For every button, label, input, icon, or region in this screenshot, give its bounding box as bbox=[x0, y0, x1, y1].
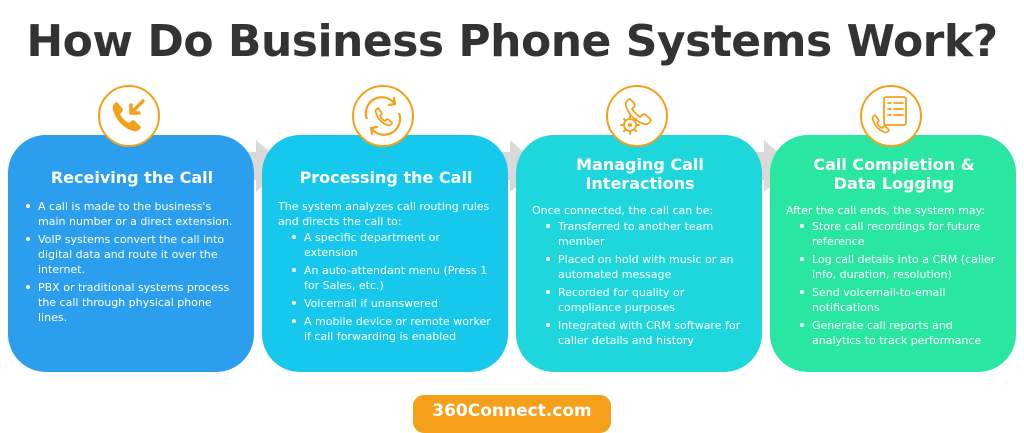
phone-incoming-icon bbox=[98, 85, 160, 147]
step-intro: Once connected, the call can be: bbox=[532, 204, 714, 217]
list-item: Transferred to another team member bbox=[532, 219, 748, 249]
footer-brand-label: 360Connect.com bbox=[413, 395, 611, 433]
step-bullets: A call is made to the business's main nu… bbox=[24, 199, 240, 325]
list-item: A specific department or extension bbox=[278, 230, 494, 260]
list-item: Placed on hold with music or an automate… bbox=[532, 252, 748, 282]
step-card-completion: Call Completion & Data Logging After the… bbox=[770, 135, 1016, 372]
step-card-receiving: Receiving the Call A call is made to the… bbox=[8, 135, 254, 372]
page-title: How Do Business Phone Systems Work? bbox=[26, 16, 998, 67]
list-item: A mobile device or remote worker if call… bbox=[278, 314, 494, 344]
phone-checklist-icon bbox=[860, 85, 922, 147]
step-card-managing: Managing Call Interactions Once connecte… bbox=[516, 135, 762, 372]
phone-routing-icon bbox=[352, 85, 414, 147]
step-title: Processing the Call bbox=[299, 167, 473, 187]
step-bullets: Transferred to another team member Place… bbox=[532, 219, 748, 348]
step-title: Managing Call Interactions bbox=[576, 155, 704, 193]
list-item: Send voicemail-to-email notifications bbox=[786, 285, 1002, 315]
list-item: PBX or traditional systems process the c… bbox=[24, 280, 240, 325]
list-item: Generate call reports and analytics to t… bbox=[786, 318, 1002, 348]
step-bullets: A specific department or extension An au… bbox=[278, 230, 494, 344]
list-item: Voicemail if unanswered bbox=[278, 296, 494, 311]
step-bullets: Store call recordings for future referen… bbox=[786, 219, 1002, 348]
list-item: Integrated with CRM software for caller … bbox=[532, 318, 748, 348]
list-item: A call is made to the business's main nu… bbox=[24, 199, 240, 229]
step-intro: The system analyzes call routing rules a… bbox=[278, 200, 490, 228]
step-title: Receiving the Call bbox=[50, 167, 214, 187]
step-card-processing: Processing the Call The system analyzes … bbox=[262, 135, 508, 372]
step-title: Call Completion & Data Logging bbox=[813, 155, 975, 193]
list-item: An auto-attendant menu (Press 1 for Sale… bbox=[278, 263, 494, 293]
list-item: Recorded for quality or compliance purpo… bbox=[532, 285, 748, 315]
list-item: Log call details into a CRM (caller info… bbox=[786, 252, 1002, 282]
step-intro: After the call ends, the system may: bbox=[786, 204, 985, 217]
list-item: Store call recordings for future referen… bbox=[786, 219, 1002, 249]
phone-gear-icon bbox=[606, 85, 668, 147]
list-item: VoIP systems convert the call into digit… bbox=[24, 232, 240, 277]
